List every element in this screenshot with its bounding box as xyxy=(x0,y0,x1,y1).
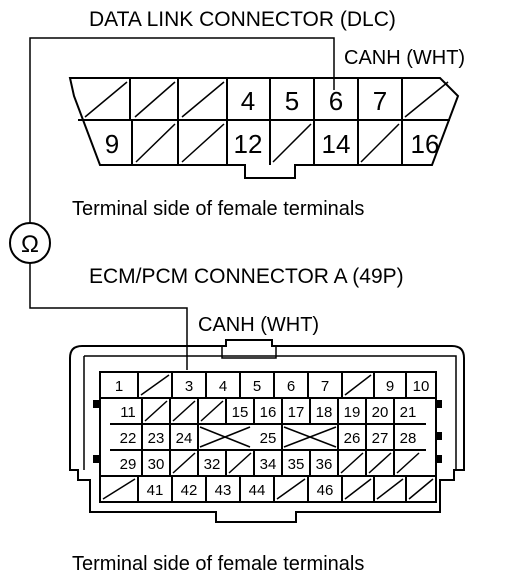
ecm-terminal-42: 42 xyxy=(181,482,198,499)
wire-dlc-to-meter xyxy=(29,37,335,223)
ecm-unused-cell xyxy=(172,400,196,422)
ecm-terminal-30: 30 xyxy=(148,456,165,473)
ecm-canh-label: CANH (WHT) xyxy=(198,314,319,336)
ecm-unused-cell xyxy=(144,400,168,422)
ecm-caption: Terminal side of female terminals xyxy=(72,553,364,575)
dlc-connector xyxy=(68,77,460,179)
ecm-unused-cell xyxy=(200,400,224,422)
ecm-terminal-17: 17 xyxy=(288,404,305,421)
ecm-terminal-3: 3 xyxy=(185,378,193,395)
ecm-terminal-41: 41 xyxy=(147,482,164,499)
ecm-terminal-29: 29 xyxy=(120,456,137,473)
dlc-terminal-12: 12 xyxy=(234,129,263,159)
ecm-unused-cell xyxy=(172,452,196,474)
ecm-terminal-27: 27 xyxy=(372,430,389,447)
ecm-terminal-7: 7 xyxy=(321,378,329,395)
ecm-unused-cell xyxy=(344,478,372,500)
ecm-unused-cell xyxy=(102,478,136,500)
ecm-unused-cell xyxy=(276,478,306,500)
ecm-terminal-11: 11 xyxy=(120,404,136,421)
dlc-terminal-6: 6 xyxy=(329,86,343,116)
dlc-terminal-4: 4 xyxy=(241,86,255,116)
ecm-terminal-15: 15 xyxy=(232,404,249,421)
ecm-terminal-1: 1 xyxy=(115,378,123,395)
ecm-unused-cell xyxy=(408,478,434,500)
dlc-terminal-7: 7 xyxy=(373,86,387,116)
ecm-unused-cell xyxy=(396,452,420,474)
ecm-unused-cell xyxy=(140,374,170,396)
ecm-terminal-43: 43 xyxy=(215,482,232,499)
ecm-unused-cell xyxy=(368,452,392,474)
dlc-canh-label: CANH (WHT) xyxy=(344,47,465,69)
ecm-cross-mark xyxy=(283,426,337,448)
dlc-terminal-9: 9 xyxy=(105,129,119,159)
ecm-terminal-20: 20 xyxy=(372,404,389,421)
ecm-terminal-26: 26 xyxy=(344,430,361,447)
ecm-terminal-23: 23 xyxy=(148,430,165,447)
ohm-symbol: Ω xyxy=(21,231,39,258)
ecm-terminal-36: 36 xyxy=(316,456,333,473)
ecm-terminal-22: 22 xyxy=(120,430,137,447)
ecm-unused-cell xyxy=(228,452,252,474)
ecm-unused-cell xyxy=(344,374,372,396)
dlc-caption: Terminal side of female terminals xyxy=(72,198,364,220)
ecm-terminal-18: 18 xyxy=(316,404,333,421)
ecm-terminal-10: 10 xyxy=(413,378,430,395)
dlc-title: DATA LINK CONNECTOR (DLC) xyxy=(89,8,396,31)
ecm-terminal-44: 44 xyxy=(249,482,266,499)
dlc-terminal-14: 14 xyxy=(322,129,351,159)
ecm-unused-cell xyxy=(376,478,404,500)
ecm-terminal-25: 25 xyxy=(260,430,277,447)
ecm-terminal-35: 35 xyxy=(288,456,305,473)
ecm-terminal-32: 32 xyxy=(204,456,221,473)
ohmmeter-icon: Ω xyxy=(9,222,51,264)
dlc-terminal-5: 5 xyxy=(285,86,299,116)
ecm-title: ECM/PCM CONNECTOR A (49P) xyxy=(89,265,404,288)
ecm-terminal-21: 21 xyxy=(400,404,417,421)
ecm-terminal-46: 46 xyxy=(317,482,334,499)
ecm-terminal-28: 28 xyxy=(400,430,417,447)
ecm-terminal-24: 24 xyxy=(176,430,193,447)
ecm-unused-cell xyxy=(340,452,364,474)
wire-meter-to-ecm xyxy=(29,262,188,370)
dlc-terminal-16: 16 xyxy=(411,129,440,159)
ecm-terminal-5: 5 xyxy=(253,378,261,395)
ecm-terminal-6: 6 xyxy=(287,378,295,395)
ecm-terminal-4: 4 xyxy=(219,378,227,395)
ecm-cross-mark xyxy=(199,426,251,448)
ecm-terminal-16: 16 xyxy=(260,404,277,421)
ecm-connector xyxy=(69,339,465,523)
ecm-terminal-34: 34 xyxy=(260,456,277,473)
ecm-terminal-9: 9 xyxy=(386,378,394,395)
ecm-terminal-19: 19 xyxy=(344,404,361,421)
